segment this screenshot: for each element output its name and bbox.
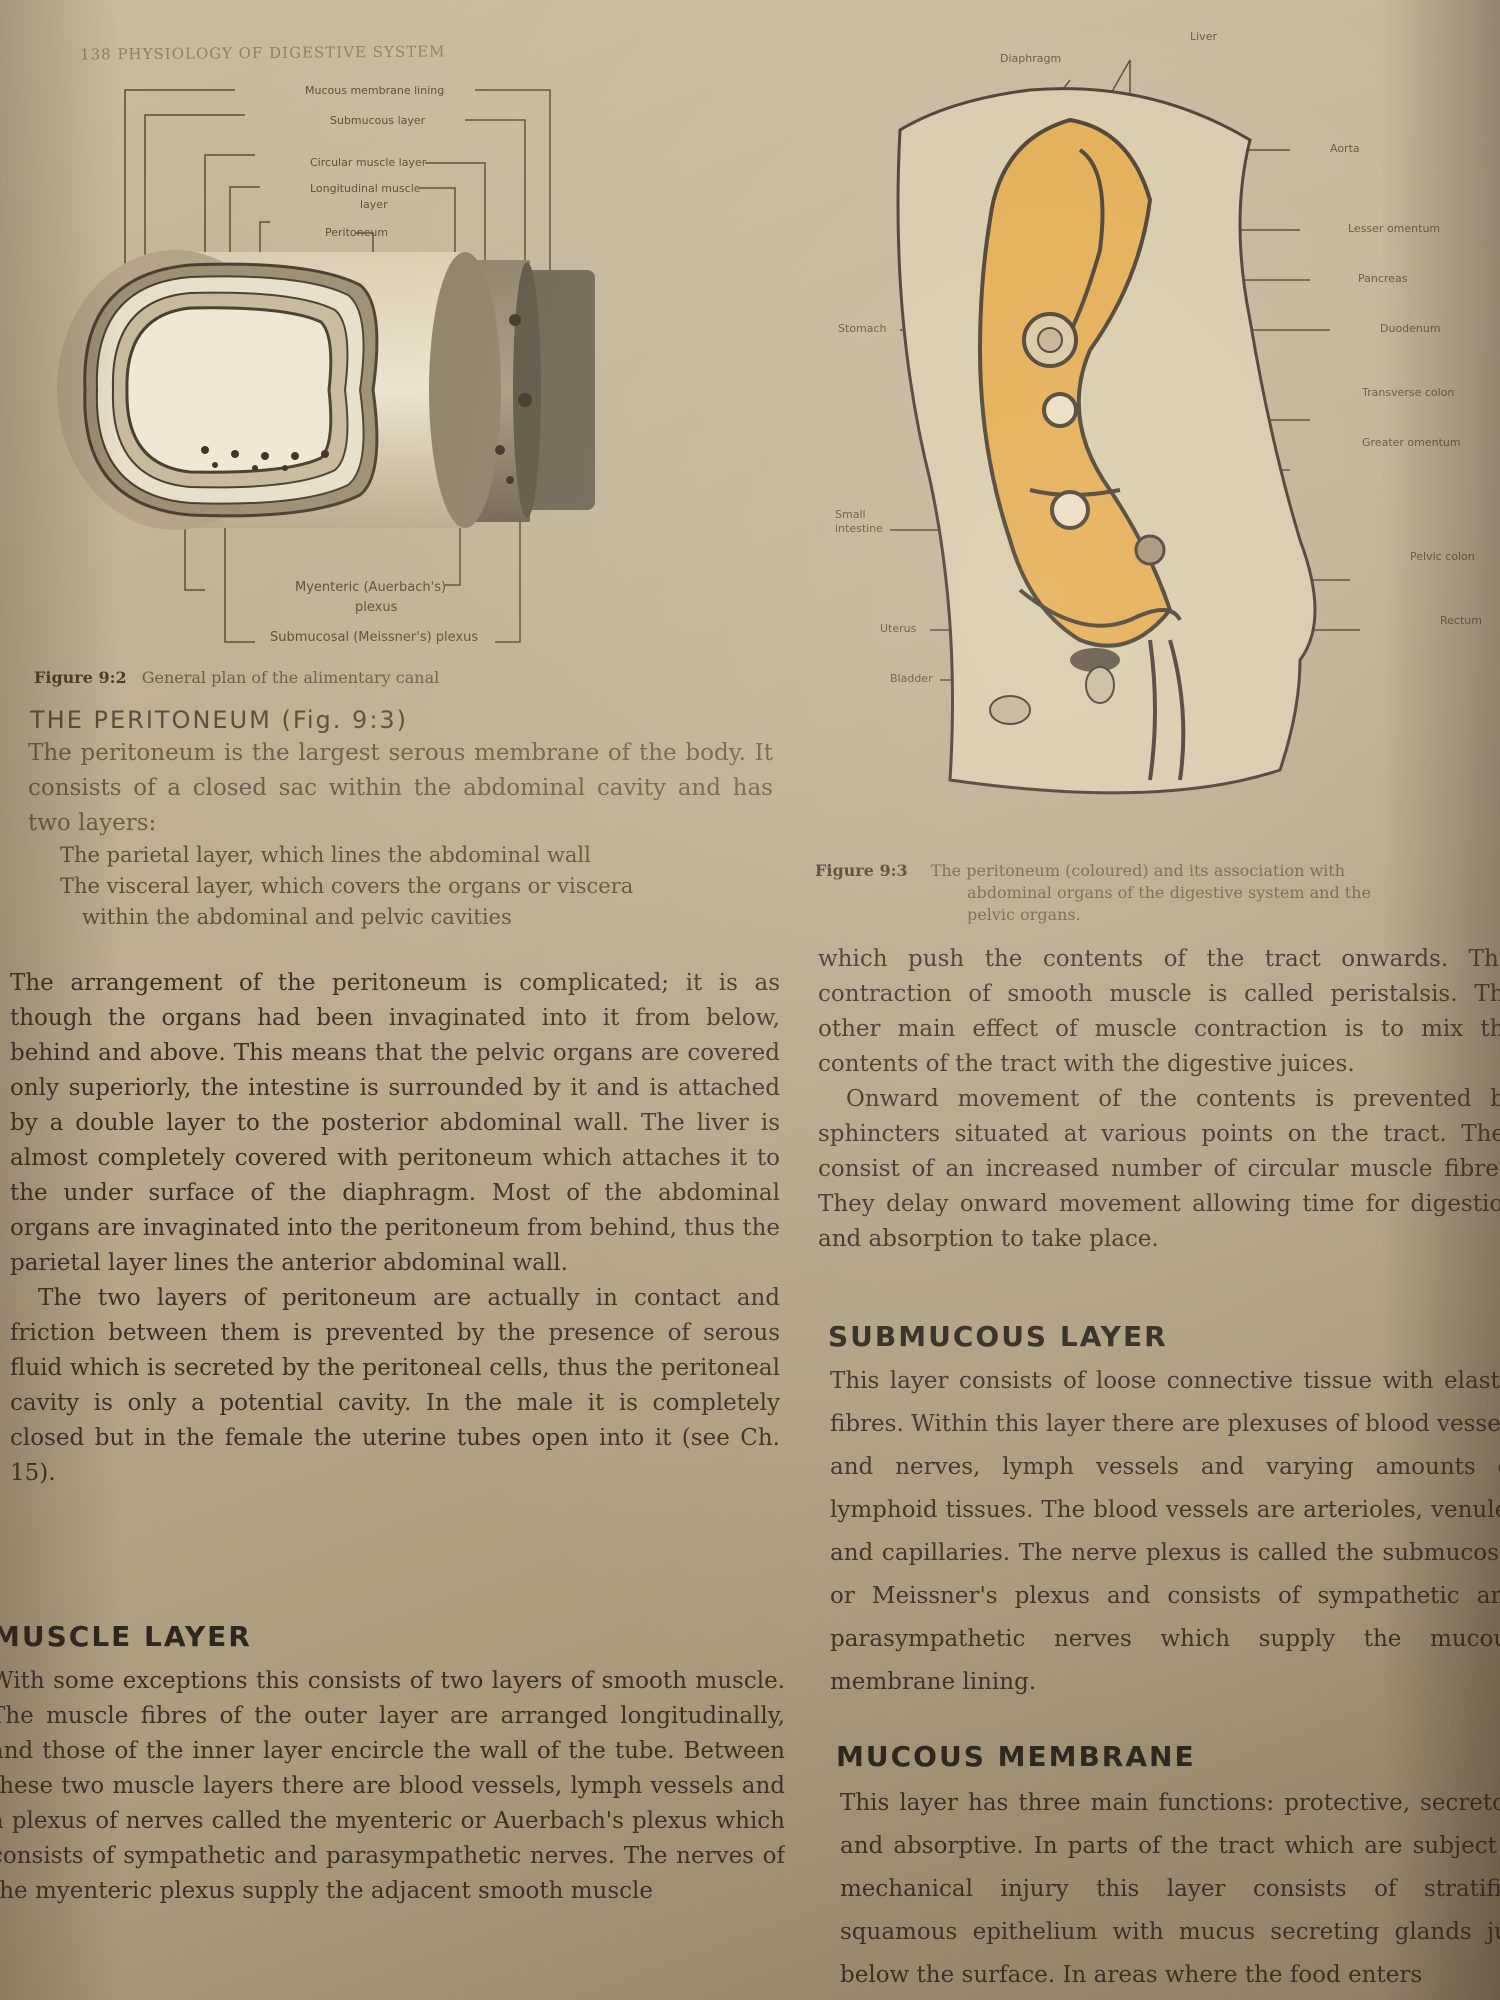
label-submucous-layer: Submucous layer — [330, 114, 426, 127]
peritoneum-paragraph-1: The arrangement of the peritoneum is com… — [10, 970, 780, 1276]
label-lesser-omentum: Lesser omentum — [1348, 222, 1441, 235]
heading-peritoneum: THE PERITONEUM (Fig. 9:3) — [30, 706, 409, 734]
figure-9-3-caption: Figure 9:3 The peritoneum (coloured) and… — [815, 860, 1475, 926]
figure-9-3-caption-line2: abdominal organs of the digestive system… — [967, 883, 1371, 902]
muscle-body: With some exceptions this consists of tw… — [0, 1664, 785, 2000]
heading-muscle-layer: MUSCLE LAYER — [0, 1620, 252, 1653]
mucous-paragraph-1: This layer has three main functions: pro… — [840, 1790, 1500, 1988]
figure-9-2-caption: Figure 9:2 General plan of the alimentar… — [34, 668, 439, 687]
figure-9-3-caption-line3: pelvic organs. — [967, 905, 1081, 924]
label-rectum: Rectum — [1440, 614, 1482, 627]
mucous-body: This layer has three main functions: pro… — [840, 1782, 1500, 2000]
label-diaphragm: Diaphragm — [1000, 52, 1062, 65]
figure-9-2-number: Figure 9:2 — [34, 668, 127, 687]
label-pancreas: Pancreas — [1358, 272, 1408, 285]
peritoneum-intro-text: The peritoneum is the largest serous mem… — [28, 740, 773, 836]
peritoneum-body: The arrangement of the peritoneum is com… — [10, 966, 780, 1586]
label-circular-muscle: Circular muscle layer — [310, 156, 427, 169]
list-item-visceral-2: within the abdominal and pelvic cavities — [82, 905, 512, 929]
label-bladder: Bladder — [890, 672, 933, 685]
label-greater-omentum: Greater omentum — [1362, 436, 1461, 449]
figure-9-3-illustration — [890, 59, 1360, 795]
list-item-parietal: The parietal layer, which lines the abdo… — [60, 843, 591, 867]
list-item-visceral: The visceral layer, which covers the org… — [60, 874, 634, 898]
figure-9-3-caption-line1: The peritoneum (coloured) and its associ… — [930, 861, 1346, 880]
label-mucous-membrane: Mucous membrane lining — [305, 84, 445, 97]
figure-9-2-illustration — [57, 89, 595, 643]
figure-9-2-caption-text: General plan of the alimentary canal — [141, 668, 440, 687]
peritoneum-layer-list: The parietal layer, which lines the abdo… — [60, 840, 633, 933]
label-longitudinal-muscle-2: layer — [360, 198, 388, 211]
label-liver: Liver — [1190, 30, 1217, 43]
label-myenteric-plexus: Myenteric (Auerbach's) — [295, 580, 447, 595]
label-aorta: Aorta — [1330, 142, 1360, 155]
right-paragraph-1: which push the contents of the tract onw… — [818, 946, 1500, 1077]
label-peritoneum: Peritoneum — [325, 226, 389, 239]
right-paragraph-2: Onward movement of the contents is preve… — [818, 1086, 1500, 1252]
peritoneum-paragraph-2: The two layers of peritoneum are actuall… — [10, 1285, 780, 1486]
label-small-intestine: Small — [835, 508, 866, 521]
peritoneum-intro: The peritoneum is the largest serous mem… — [28, 736, 773, 841]
label-duodenum: Duodenum — [1380, 322, 1441, 335]
label-longitudinal-muscle: Longitudinal muscle — [310, 182, 421, 195]
label-submucosal-plexus: Submucosal (Meissner's) plexus — [270, 630, 479, 645]
right-column-body: which push the contents of the tract onw… — [818, 942, 1500, 1272]
submucous-paragraph-1: This layer consists of loose connective … — [830, 1368, 1500, 1695]
muscle-paragraph-1: With some exceptions this consists of tw… — [0, 1668, 785, 1904]
figure-9-3-number: Figure 9:3 — [815, 861, 908, 880]
submucous-body: This layer consists of loose connective … — [830, 1360, 1500, 1705]
heading-mucous-membrane: MUCOUS MEMBRANE — [836, 1740, 1196, 1773]
running-head: 138 PHYSIOLOGY OF DIGESTIVE SYSTEM — [79, 42, 446, 64]
label-uterus: Uterus — [880, 622, 917, 635]
label-myenteric-plexus-2: plexus — [355, 600, 398, 615]
heading-submucous-layer: SUBMUCOUS LAYER — [828, 1320, 1168, 1353]
label-transverse-colon: Transverse colon — [1362, 386, 1455, 399]
label-pelvic-colon: Pelvic colon — [1410, 550, 1475, 563]
label-small-intestine-2: intestine — [835, 522, 883, 535]
label-stomach: Stomach — [838, 322, 887, 335]
